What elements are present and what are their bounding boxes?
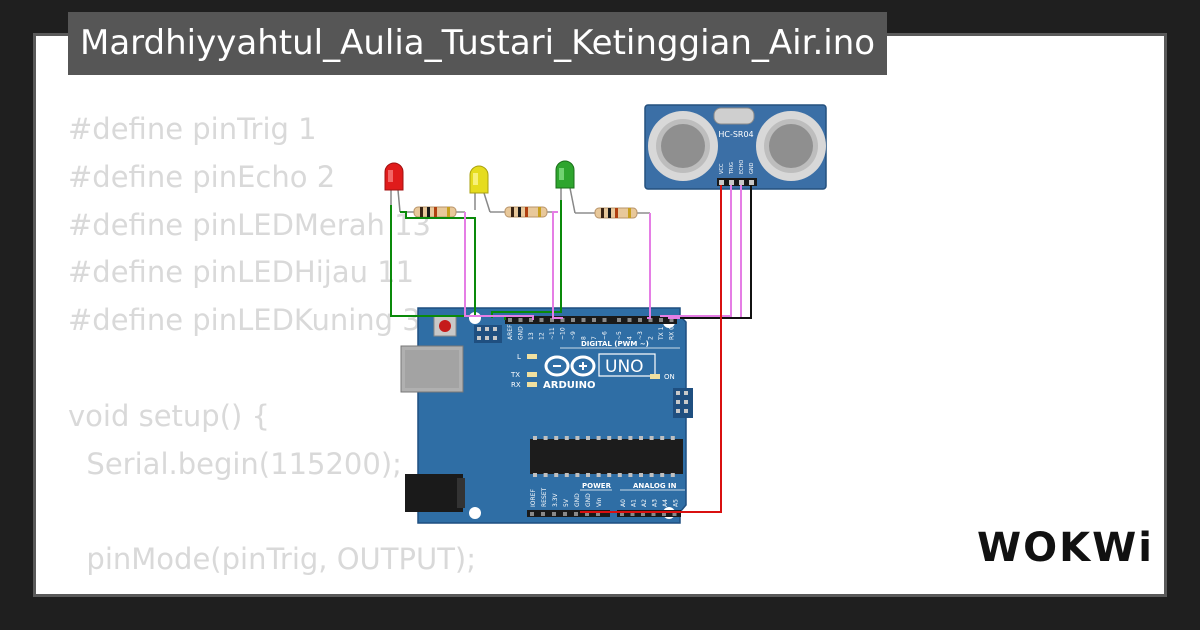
power-header-label: POWER <box>582 482 612 490</box>
led-rx-label: RX <box>511 381 521 389</box>
code-line: Serial.begin(115200); <box>68 446 402 481</box>
arduino-infinity-icon <box>544 355 596 377</box>
power-pin-label: 3.3V <box>552 492 559 507</box>
digital-pin-label: ~6 <box>602 331 609 340</box>
sensor-pin-trig: TRIG <box>729 162 735 175</box>
code-background: #define pinTrig 1 #define pinEcho 2 #defin… <box>68 106 477 594</box>
led-yellow[interactable] <box>469 165 491 213</box>
power-pin-label: IOREF <box>530 489 537 507</box>
power-pin-label: GND <box>585 493 592 507</box>
code-line: #define pinLEDKuning 3 <box>68 303 421 338</box>
digital-pin-label: 2 <box>648 336 655 340</box>
analog-header-label: ANALOG IN <box>633 482 677 490</box>
analog-pin-label: A5 <box>673 499 680 507</box>
digital-pin-label: 7 <box>591 336 598 340</box>
project-title: Mardhiyyahtul_Aulia_Tustari_Ketinggian_A… <box>68 12 888 75</box>
analog-pin-label: A3 <box>652 499 659 507</box>
analog-pin-label: A4 <box>662 499 669 507</box>
led-red[interactable] <box>384 162 404 213</box>
power-pin-label: Vin <box>596 497 603 507</box>
digital-pin-label: ~9 <box>570 331 577 340</box>
code-line: void setup() { <box>68 398 270 433</box>
led-green[interactable] <box>555 160 576 214</box>
digital-pin-label: AREF <box>507 324 514 340</box>
hc-sr04-sensor[interactable]: HC-SR04 VCC TRIG ECHO GND <box>644 104 827 190</box>
digital-pin-label: ~11 <box>549 327 556 340</box>
power-pin-label: 5V <box>563 498 570 507</box>
power-on-label: ON <box>664 373 675 381</box>
code-line: #define pinEcho 2 <box>68 159 336 194</box>
sensor-pin-echo: ECHO <box>739 160 745 174</box>
board-model-label: UNO <box>605 357 644 377</box>
code-line: #define pinLEDMerah 13 <box>68 207 431 242</box>
digital-pin-label: 12 <box>539 332 546 340</box>
led-tx-label: TX <box>510 371 520 379</box>
digital-pin-label: GND <box>518 326 525 340</box>
digital-pin-label: 4 <box>627 336 634 340</box>
digital-header-label: DIGITAL (PWM ~) <box>581 340 649 348</box>
sensor-label: HC-SR04 <box>718 130 753 139</box>
wokwi-logo: WOKWi <box>977 525 1154 571</box>
digital-pin-label: ~10 <box>560 327 567 340</box>
analog-pin-label: A1 <box>631 499 638 507</box>
power-pin-label: RESET <box>541 487 548 507</box>
digital-pin-label: RX 0 <box>669 326 676 340</box>
digital-pin-label: ~3 <box>637 331 644 340</box>
code-line: pinMode(pinTrig, OUTPUT); <box>68 542 477 577</box>
analog-pin-label: A2 <box>641 499 648 507</box>
sensor-pin-gnd: GND <box>749 162 755 174</box>
digital-pin-label: TX 1 <box>658 326 665 341</box>
led-l-label: L <box>517 353 521 361</box>
digital-pin-label: ~5 <box>616 331 623 340</box>
wires <box>390 185 752 513</box>
resistor-2[interactable] <box>490 206 558 218</box>
board-brand-label: ARDUINO <box>543 380 595 391</box>
code-line: pinMode(pinEcho, INPUT); <box>68 584 476 594</box>
analog-pin-label: A0 <box>620 499 627 507</box>
sensor-pin-vcc: VCC <box>719 163 725 174</box>
digital-pin-label: 13 <box>528 332 535 340</box>
code-line: #define pinTrig 1 <box>68 112 317 146</box>
resistor-1[interactable] <box>400 206 465 218</box>
code-line: #define pinLEDHijau 11 <box>68 255 415 290</box>
power-pin-label: GND <box>574 493 581 507</box>
digital-pin-label: 8 <box>581 336 588 340</box>
resistor-3[interactable] <box>575 207 650 219</box>
